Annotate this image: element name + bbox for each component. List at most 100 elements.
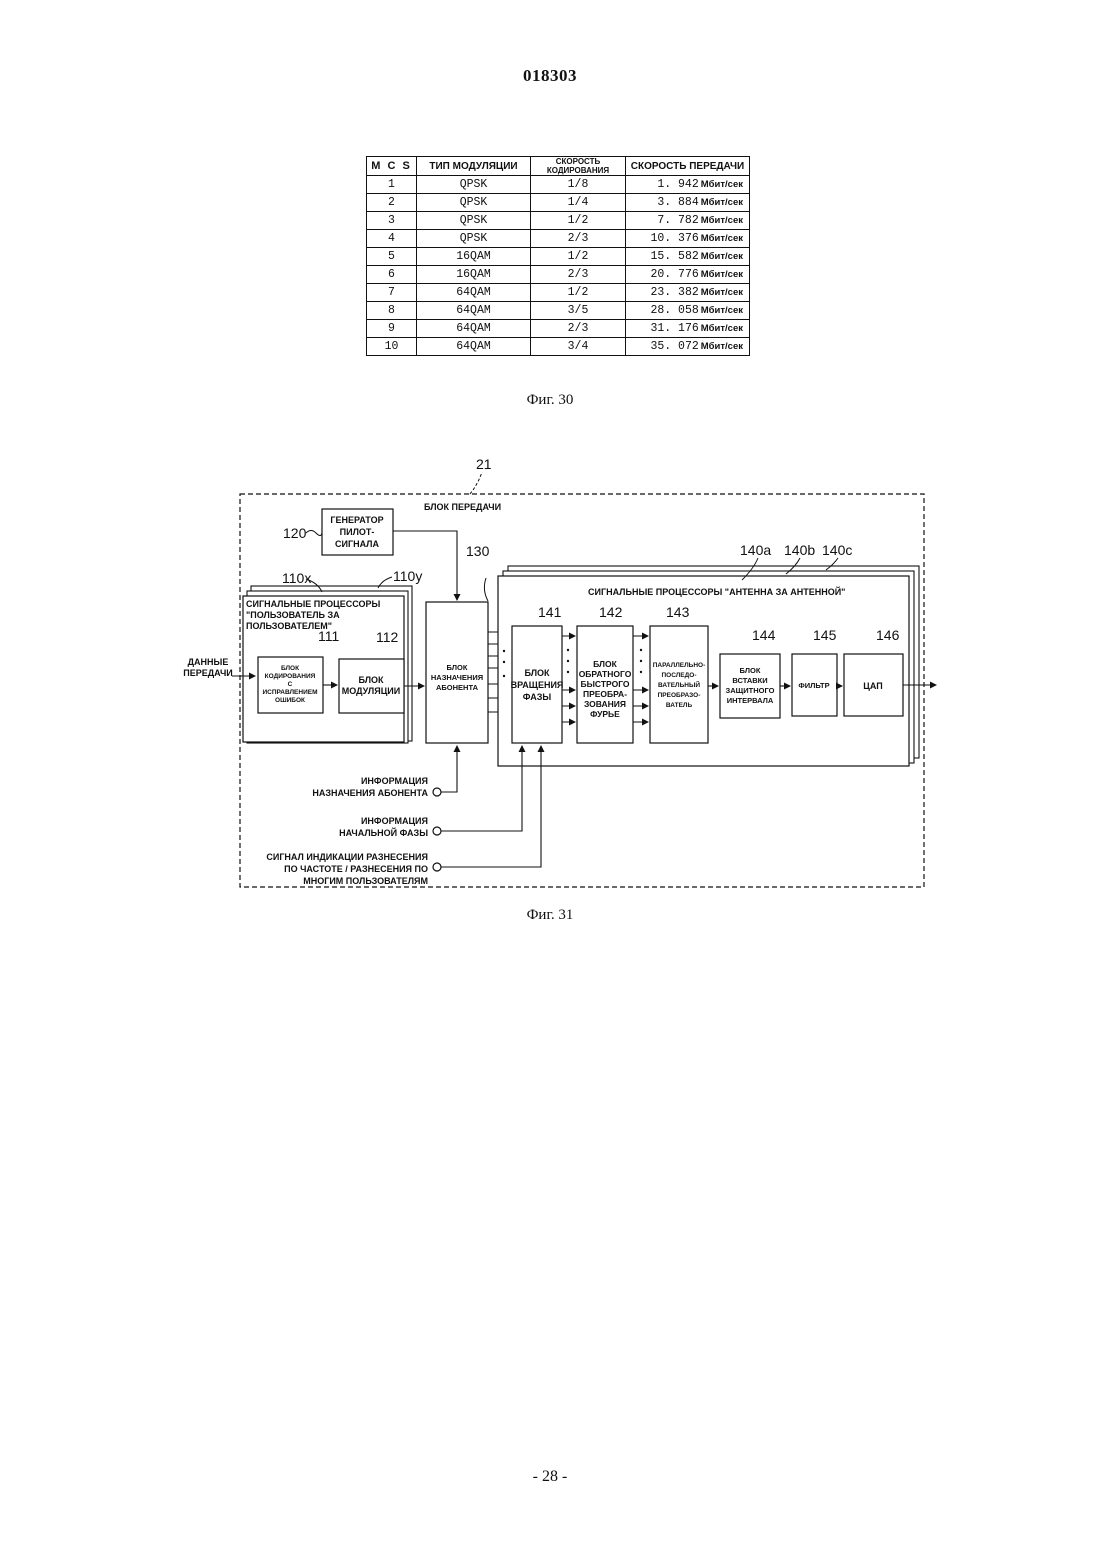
ref-110x: 110x [282,570,311,586]
mcs-cell: 8 [367,302,417,320]
speed-cell: 28. 058Мбит/сек [626,302,750,320]
speed-value: 28. 058 [650,304,698,317]
figure-31-caption: Фиг. 31 [0,907,1100,924]
speed-unit: Мбит/сек [701,233,743,244]
table-row: 864QAM3/528. 058Мбит/сек [367,302,750,320]
coding-rate-cell: 1/4 [531,194,626,212]
coder-label: БЛОК [281,665,299,672]
speed-cell: 15. 582Мбит/сек [626,248,750,266]
user-processor-title: СИГНАЛЬНЫЕ ПРОЦЕССОРЫ [246,599,380,609]
guard-interval-label: ВСТАВКИ [732,676,767,685]
ref-145: 145 [813,627,837,643]
table-row: 516QAM1/215. 582Мбит/сек [367,248,750,266]
figure-30-caption: Фиг. 30 [0,392,1100,409]
ref-112: 112 [376,629,399,645]
speed-value: 3. 884 [657,196,698,209]
modulation-cell: QPSK [417,230,531,248]
diversity-indication-label: МНОГИМ ПОЛЬЗОВАТЕЛЯМ [303,876,428,886]
speed-value: 7. 782 [657,214,698,227]
mcs-cell: 3 [367,212,417,230]
input-data-label: ДАННЫЕ [188,657,229,667]
ps-converter-label: ПРЕОБРАЗО- [658,692,701,699]
ifft-label: ПРЕОБРА- [583,689,627,699]
diversity-indication-label: ПО ЧАСТОТЕ / РАЗНЕСЕНИЯ ПО [284,864,428,874]
ref-143: 143 [666,604,690,620]
filter-label: ФИЛЬТР [798,681,829,690]
coding-rate-cell: 1/2 [531,284,626,302]
table-row: 764QAM1/223. 382Мбит/сек [367,284,750,302]
phase-rotation-label: ВРАЩЕНИЯ [511,680,564,690]
ref-141: 141 [538,604,562,620]
input-data-label: ПЕРЕДАЧИ [183,668,233,678]
table-row: 4QPSK2/310. 376Мбит/сек [367,230,750,248]
modulator-label: МОДУЛЯЦИИ [342,686,400,696]
initial-phase-info-label: ИНФОРМАЦИЯ [361,816,428,826]
speed-unit: Мбит/сек [701,341,743,352]
speed-unit: Мбит/сек [701,251,743,262]
coding-rate-cell: 2/3 [531,320,626,338]
ref-144: 144 [752,627,776,643]
phase-rotation-label: БЛОК [524,668,550,678]
mcs-cell: 1 [367,176,417,194]
speed-value: 35. 072 [650,340,698,353]
antenna-processor-title: СИГНАЛЬНЫЕ ПРОЦЕССОРЫ "АНТЕННА ЗА АНТЕНН… [588,586,845,597]
speed-cell: 35. 072Мбит/сек [626,338,750,356]
table-row: 1QPSK1/81. 942Мбит/сек [367,176,750,194]
speed-unit: Мбит/сек [701,179,743,190]
table-row: 964QAM2/331. 176Мбит/сек [367,320,750,338]
diversity-input-terminal [433,863,441,871]
speed-cell: 20. 776Мбит/сек [626,266,750,284]
assignment-label: НАЗНАЧЕНИЯ [431,673,483,682]
coding-rate-cell: 2/3 [531,266,626,284]
mcs-table: M C S ТИП МОДУЛЯЦИИ СКОРОСТЬ КОДИРОВАНИЯ… [366,156,750,356]
modulation-cell: 64QAM [417,320,531,338]
mcs-cell: 10 [367,338,417,356]
diversity-indication-label: СИГНАЛ ИНДИКАЦИИ РАЗНЕСЕНИЯ [266,852,428,862]
ref-110y: 110y [393,568,422,584]
speed-value: 31. 176 [650,322,698,335]
ref-111: 111 [318,628,339,644]
ref-140b: 140b [784,542,815,558]
speed-cell: 1. 942Мбит/сек [626,176,750,194]
ref-140a: 140a [740,542,771,558]
page-number: - 28 - [0,1468,1100,1486]
ref-120: 120 [283,525,307,541]
transmitter-block-diagram: 21 БЛОК ПЕРЕДАЧИ ГЕНЕРАТОР ПИЛОТ- СИГНАЛ… [0,440,1100,910]
ifft-label: ЗОВАНИЯ [584,699,626,709]
modulation-cell: QPSK [417,176,531,194]
coding-rate-cell: 1/8 [531,176,626,194]
column-header-speed: СКОРОСТЬ ПЕРЕДАЧИ [626,157,750,176]
ifft-label: ФУРЬЕ [590,709,620,719]
speed-unit: Мбит/сек [701,323,743,334]
ps-converter-label: ПОСЛЕДО- [661,672,696,679]
mcs-cell: 4 [367,230,417,248]
speed-value: 15. 582 [650,250,698,263]
coder-label: ИСПРАВЛЕНИЕМ [262,689,317,696]
dac-label: ЦАП [863,681,882,691]
speed-unit: Мбит/сек [701,215,743,226]
ps-converter-label: ВАТЕЛЬНЫЙ [658,680,700,689]
guard-interval-label: ИНТЕРВАЛА [727,696,774,705]
guard-interval-label: ЗАЩИТНОГО [726,686,775,695]
modulation-cell: QPSK [417,194,531,212]
guard-interval-label: БЛОК [740,666,761,675]
speed-cell: 7. 782Мбит/сек [626,212,750,230]
initial-phase-input-terminal [433,827,441,835]
assignment-label: БЛОК [447,663,468,672]
speed-value: 10. 376 [650,232,698,245]
ps-converter-label: ВАТЕЛЬ [666,702,693,709]
speed-cell: 10. 376Мбит/сек [626,230,750,248]
ref-146: 146 [876,627,900,643]
ifft-label: ОБРАТНОГО [579,669,632,679]
modulation-cell: 64QAM [417,284,531,302]
assignment-label: АБОНЕНТА [436,683,479,692]
mcs-cell: 6 [367,266,417,284]
subscriber-assignment-info-label: ИНФОРМАЦИЯ [361,776,428,786]
mcs-cell: 9 [367,320,417,338]
speed-cell: 31. 176Мбит/сек [626,320,750,338]
speed-value: 20. 776 [650,268,698,281]
speed-value: 23. 382 [650,286,698,299]
column-header-modulation: ТИП МОДУЛЯЦИИ [417,157,531,176]
coding-rate-cell: 1/2 [531,212,626,230]
speed-unit: Мбит/сек [701,269,743,280]
